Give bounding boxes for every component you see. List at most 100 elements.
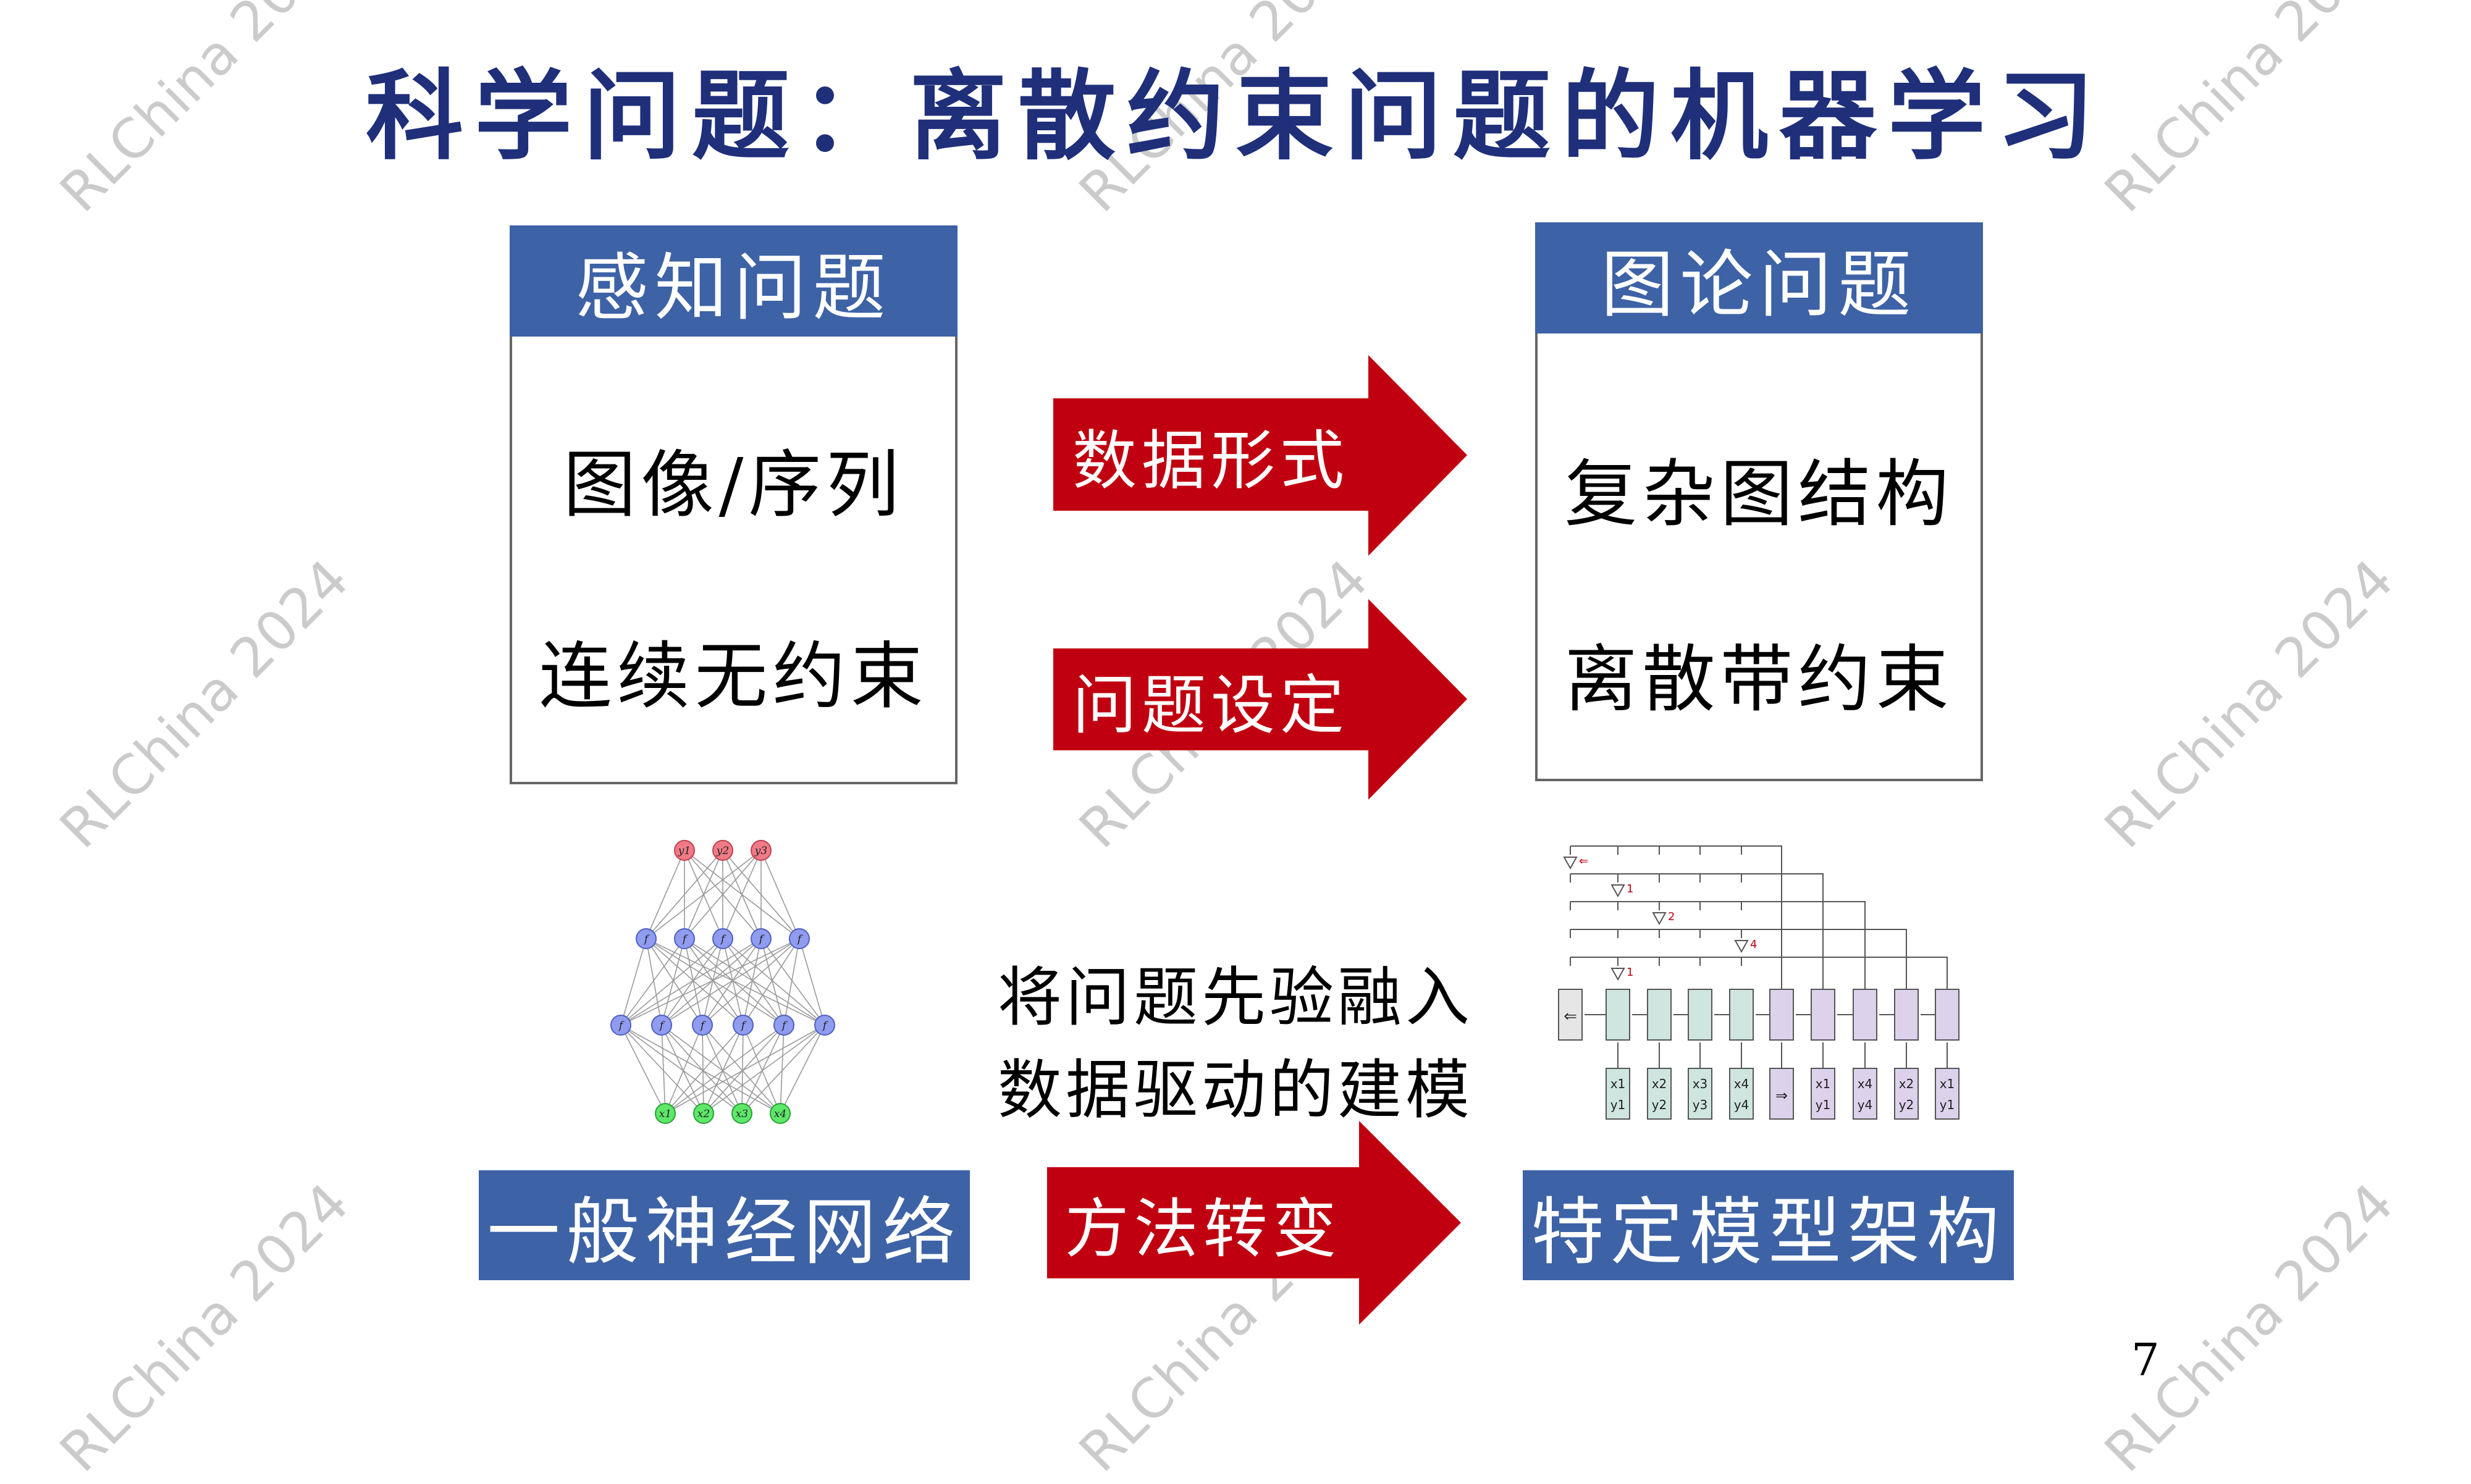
hidden-node — [751, 928, 772, 949]
pn-hidden-cell — [1894, 989, 1919, 1041]
nn-edge — [620, 1025, 704, 1114]
nn-edge — [665, 1025, 785, 1114]
hidden-node — [814, 1015, 835, 1036]
pn-attention-line — [1570, 957, 1948, 989]
nn-edge — [741, 1025, 825, 1114]
nn-edge — [620, 938, 723, 1026]
pn-end-cell — [1558, 989, 1583, 1041]
nn-edge — [702, 938, 800, 1026]
nn-node-label: y3 — [754, 845, 767, 857]
nn-edge — [760, 938, 785, 1026]
pn-pointer-label: 1 — [1627, 882, 1633, 895]
pn-pointer-marker — [1563, 857, 1578, 870]
pn-input-label: x2 — [1899, 1076, 1914, 1091]
nn-edge — [722, 938, 785, 1026]
nn-edge — [702, 1025, 704, 1114]
pn-pointer-label: 2 — [1668, 910, 1675, 923]
nn-edge — [684, 938, 744, 1026]
pn-input-cell — [1688, 1068, 1712, 1120]
nn-edge — [661, 1025, 743, 1114]
nn-node-label: x2 — [697, 1108, 710, 1120]
hidden-node — [674, 928, 695, 949]
hidden-node — [610, 1015, 631, 1036]
arrow-problem-setting — [1053, 599, 1467, 800]
watermark: RLChina 2024 — [2092, 1171, 2406, 1484]
pn-input-label: y4 — [1858, 1097, 1873, 1112]
pn-pointer-marker — [1610, 968, 1625, 981]
nn-edge — [703, 1025, 744, 1114]
nn-edge — [799, 938, 825, 1026]
nn-edge — [646, 938, 744, 1026]
perception-problem-box: 感知问题 图像/序列 连续无约束 — [510, 225, 958, 784]
pn-end-symbol: ⇐ — [1564, 1007, 1577, 1026]
nn-edge — [646, 938, 825, 1026]
nn-edge — [703, 1025, 785, 1114]
nn-edge — [702, 938, 723, 1026]
nn-edge — [684, 938, 825, 1026]
arrow-method-shift-label: 方法转变 — [1064, 1191, 1342, 1267]
nn-edge — [702, 1025, 781, 1114]
graph-line-2: 离散带约束 — [1564, 637, 1954, 722]
watermark: RLChina 2024 — [2092, 547, 2406, 860]
pn-hidden-cell — [1769, 989, 1794, 1041]
input-node — [770, 1103, 791, 1124]
nn-edge — [620, 938, 800, 1026]
nn-node-label: f — [643, 933, 650, 945]
nn-edge — [702, 1025, 743, 1114]
input-node — [731, 1103, 752, 1124]
nn-edge — [620, 938, 762, 1026]
graph-problem-box: 图论问题 复杂图结构 离散带约束 — [1535, 222, 1983, 781]
nn-node-label: f — [781, 1020, 788, 1032]
nn-node-label: f — [681, 933, 688, 945]
pn-attention-line — [1570, 873, 1824, 989]
nn-node-label: f — [720, 933, 726, 945]
nn-node-label: f — [796, 933, 803, 945]
watermark: RLChina 2024 — [48, 547, 361, 860]
output-node — [712, 840, 733, 861]
nn-edge — [620, 1025, 666, 1114]
nn-edge — [760, 850, 800, 939]
pn-input-label: x2 — [1652, 1076, 1667, 1091]
nn-edge — [684, 938, 785, 1026]
pn-input-label: x3 — [1693, 1076, 1708, 1091]
pn-input-label: x4 — [1858, 1076, 1873, 1091]
nn-node-label: f — [659, 1020, 665, 1032]
graph-line-1: 复杂图结构 — [1564, 451, 1954, 537]
general-neural-network-label: 一般神经网络 — [479, 1170, 970, 1280]
nn-edge — [780, 1025, 825, 1114]
prior-knowledge-text-2: 数据驱动的建模 — [997, 1052, 1473, 1128]
nn-edge — [760, 938, 825, 1026]
hidden-node — [651, 1015, 672, 1036]
pn-attention-line — [1570, 929, 1907, 989]
slide-title: 科学问题：离散约束问题的机器学习 — [366, 59, 2105, 174]
nn-edge — [620, 938, 647, 1026]
pn-input-cell — [1853, 1068, 1877, 1120]
pn-hidden-cell — [1811, 989, 1835, 1041]
nn-edge — [780, 1025, 785, 1114]
nn-node-label: f — [758, 933, 765, 945]
nn-edge — [743, 1025, 781, 1114]
pn-pointer-label: 1 — [1627, 966, 1633, 979]
output-node — [674, 840, 695, 861]
pn-hidden-cell — [1853, 989, 1877, 1041]
nn-edge — [741, 1025, 785, 1114]
pn-input-label: x1 — [1816, 1076, 1831, 1091]
watermark: RLChina 2024 — [48, 1171, 361, 1484]
nn-edge — [646, 938, 785, 1026]
nn-edge — [661, 938, 685, 1026]
nn-node-label: f — [740, 1020, 747, 1032]
pn-pointer-label: ⇐ — [1579, 855, 1588, 868]
pn-input-label: y1 — [1610, 1097, 1626, 1112]
pn-input-label: x1 — [1940, 1076, 1955, 1091]
nn-node-label: f — [699, 1020, 706, 1032]
pn-attention-line — [1570, 901, 1866, 989]
nn-node-label: x1 — [659, 1108, 671, 1120]
pn-input-cell — [1769, 1068, 1794, 1120]
nn-edge — [722, 938, 744, 1026]
nn-edge — [620, 1025, 743, 1114]
nn-node-label: f — [618, 1020, 625, 1032]
pn-input-label: y4 — [1734, 1097, 1749, 1112]
prior-knowledge-text-1: 将问题先验融入 — [997, 960, 1473, 1035]
